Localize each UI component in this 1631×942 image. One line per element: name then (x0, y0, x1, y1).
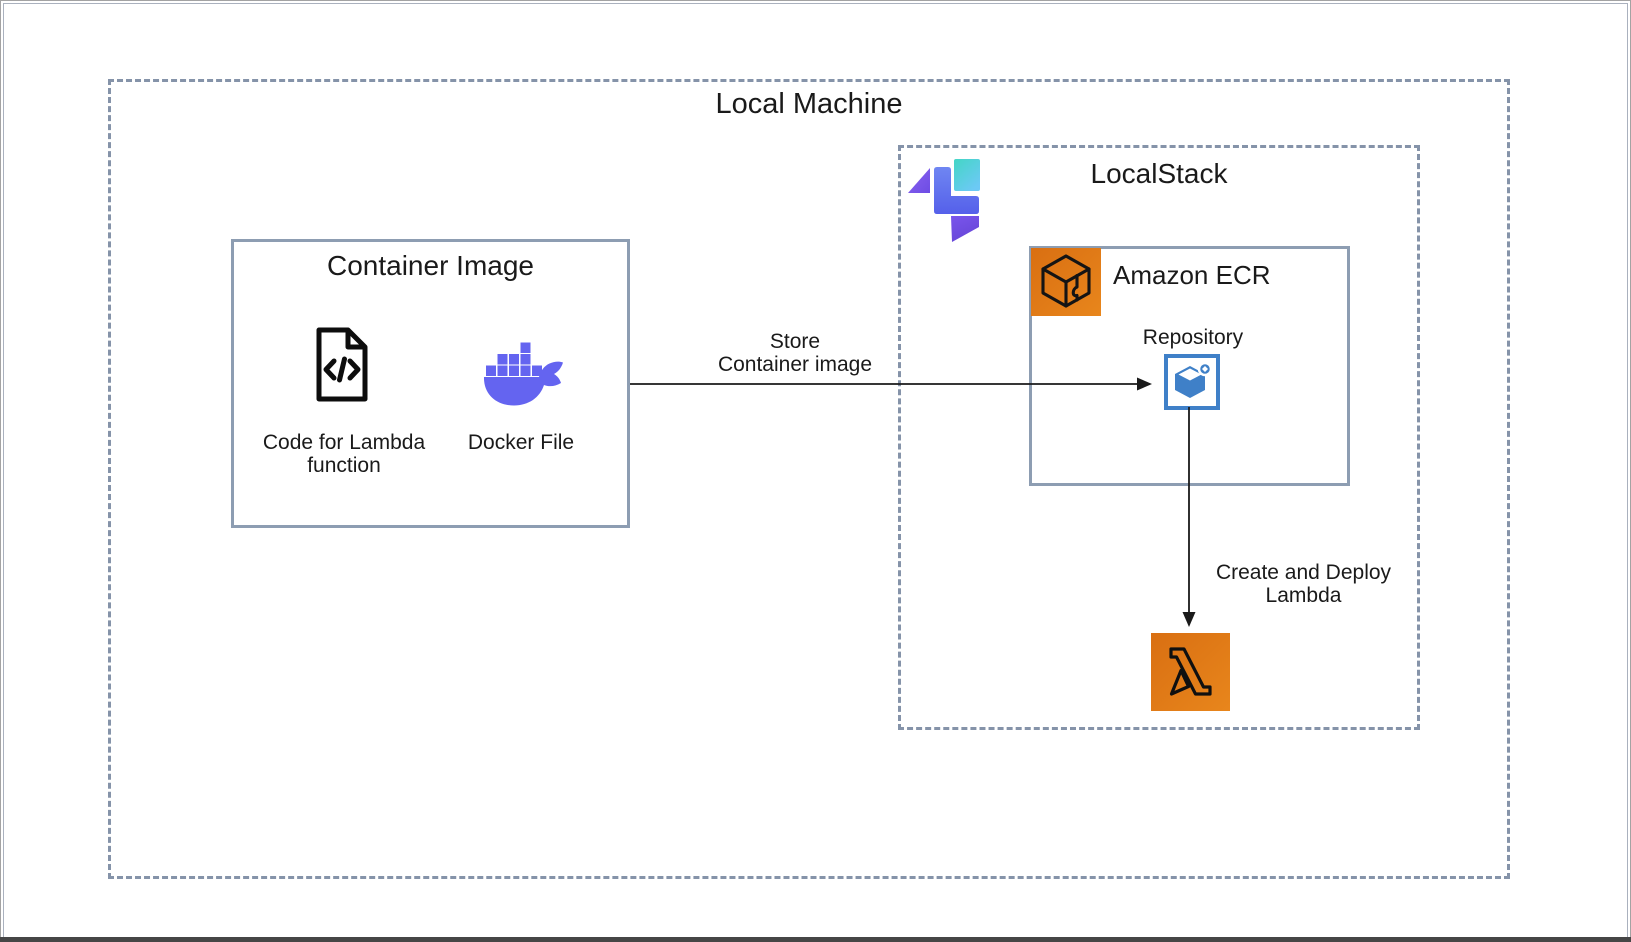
ecr-repository-icon (1164, 354, 1220, 410)
code-file-icon (313, 326, 371, 403)
localstack-title: LocalStack (1090, 158, 1228, 189)
aws-lambda-icon (1151, 633, 1230, 711)
local-machine-group: Local Machine (108, 79, 1510, 879)
window-bottom-edge (0, 937, 1631, 942)
repository-label: Repository (1142, 326, 1244, 349)
deploy-arrow-label: Create and Deploy Lambda (1215, 561, 1392, 607)
amazon-ecr-group: Amazon ECR Repository (1029, 246, 1350, 486)
docker-file-label: Docker File (467, 431, 575, 454)
container-image-group: Container Image (231, 239, 630, 528)
amazon-ecr-icon (1031, 248, 1101, 316)
amazon-ecr-title: Amazon ECR (1113, 260, 1271, 290)
localstack-logo-icon (905, 159, 981, 245)
docker-icon (478, 342, 564, 408)
localstack-group: LocalStack (898, 145, 1420, 730)
store-arrow-label: Store Container image (717, 330, 873, 376)
code-file-label: Code for Lambda function (262, 431, 426, 477)
container-image-title: Container Image (326, 250, 535, 281)
local-machine-title: Local Machine (715, 88, 903, 120)
